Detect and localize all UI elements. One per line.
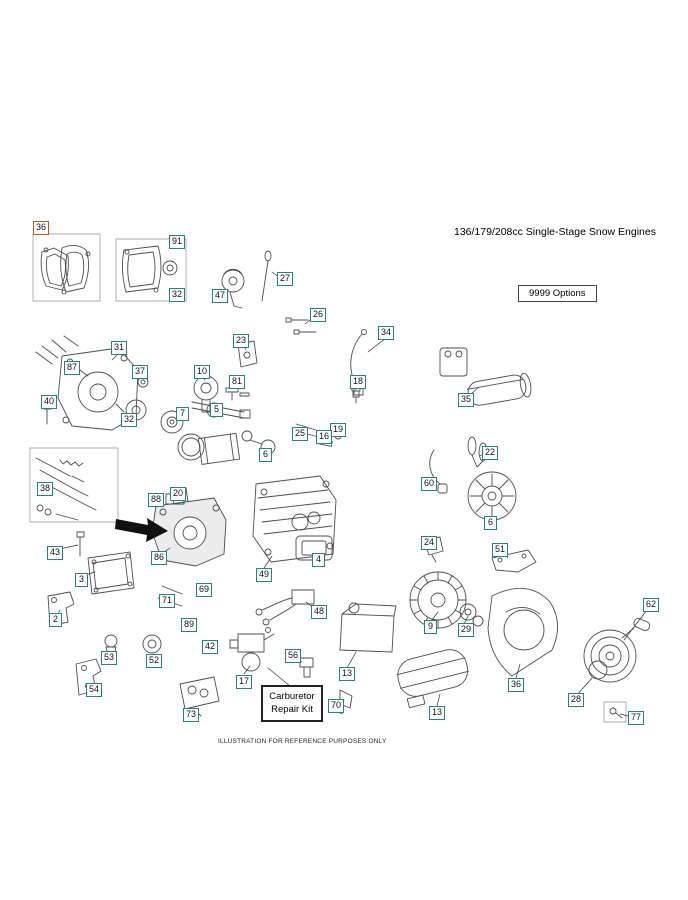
electric-starter [439,347,532,406]
options-box: 9999 Options [518,285,597,302]
part-callout-56: 56 [285,649,302,663]
part-callout-48: 48 [311,605,328,619]
part-callout-6: 6 [484,516,497,530]
part-callout-42: 42 [202,640,219,654]
part-callout-69: 69 [196,583,213,597]
fuel-tank [339,602,397,653]
part-callout-77: 77 [628,711,645,725]
piston-rings-cylinder [177,432,241,465]
part-callout-3: 3 [75,573,88,587]
muffler [396,649,469,709]
part-callout-86: 86 [151,551,168,565]
part-callout-9: 9 [424,620,437,634]
part-callout-70: 70 [328,699,345,713]
part-callout-5: 5 [210,403,223,417]
part-callout-26: 26 [310,308,327,322]
part-callout-2: 2 [49,613,62,627]
carb-kit-line1: Carburetor [269,691,315,702]
part-callout-88: 88 [148,493,165,507]
part-callout-49: 49 [256,568,273,582]
control-plate [179,676,220,717]
part-callout-36: 36 [508,678,525,692]
piston-assembly [221,268,245,309]
part-callout-13: 13 [339,667,356,681]
fan-wheel [467,471,517,521]
part-callout-35: 35 [458,393,475,407]
long-bolt [76,531,85,557]
pointer-arrow [115,518,168,542]
part-callout-73: 73 [183,708,200,722]
part-callout-24: 24 [421,536,438,550]
part-callout-34: 34 [378,326,395,340]
part-callout-27: 27 [277,272,294,286]
part-callout-13: 13 [429,706,446,720]
small-part-boxed [603,701,627,723]
part-callout-7: 7 [176,407,189,421]
gasket-set-box-left [32,233,101,302]
part-callout-4: 4 [312,553,325,567]
part-callout-81: 81 [229,375,246,389]
bolts-pair [285,317,317,335]
flywheel [409,571,467,629]
part-callout-28: 28 [568,693,585,707]
part-callout-16: 16 [316,430,333,444]
recoil-starter [583,617,651,683]
ignition-coil-wires [255,589,315,626]
fastener-group-box [29,447,119,523]
part-callout-53: 53 [101,651,118,665]
part-callout-23: 23 [233,334,250,348]
stop-switch-wire [429,449,448,494]
part-callout-32: 32 [169,288,186,302]
base-gasket [87,551,135,595]
part-callout-87: 87 [64,361,81,375]
gasket-set-box-right [115,238,187,302]
part-callout-32: 32 [121,413,138,427]
part-callout-31: 31 [111,341,128,355]
part-callout-43: 43 [47,546,64,560]
cylinder-head [252,475,337,563]
blower-housing [487,587,558,677]
part-callout-18: 18 [350,375,367,389]
part-callout-36: 36 [33,221,50,235]
part-callout-47: 47 [212,289,229,303]
part-callout-17: 17 [236,675,253,689]
carb-kit-line2: Repair Kit [271,704,313,716]
part-callout-89: 89 [181,618,198,632]
carburetor-repair-kit-box: Carburetor Repair Kit [261,685,323,722]
part-callout-19: 19 [330,423,347,437]
part-callout-6: 6 [259,448,272,462]
part-callout-22: 22 [482,446,499,460]
page-title: 136/179/208cc Single-Stage Snow Engines [454,226,656,238]
carburetor [229,627,275,672]
part-callout-54: 54 [86,683,103,697]
part-callout-52: 52 [146,654,163,668]
footer-note: ILLUSTRATION FOR REFERENCE PURPOSES ONLY [218,738,387,745]
part-callout-62: 62 [643,598,660,612]
part-callout-91: 91 [169,235,186,249]
part-callout-71: 71 [159,594,176,608]
part-callout-40: 40 [41,395,58,409]
drive-gear [160,410,184,434]
part-callout-38: 38 [37,482,54,496]
flywheel-washers [459,603,484,627]
part-callout-60: 60 [421,477,438,491]
part-callout-37: 37 [132,365,149,379]
part-callout-29: 29 [458,623,475,637]
part-callout-51: 51 [492,543,509,557]
part-callout-20: 20 [170,487,187,501]
oil-dipstick [261,250,272,302]
part-callout-10: 10 [194,365,211,379]
mount-plate [491,549,537,573]
part-callout-25: 25 [292,427,309,441]
cover-bolts [35,335,79,365]
